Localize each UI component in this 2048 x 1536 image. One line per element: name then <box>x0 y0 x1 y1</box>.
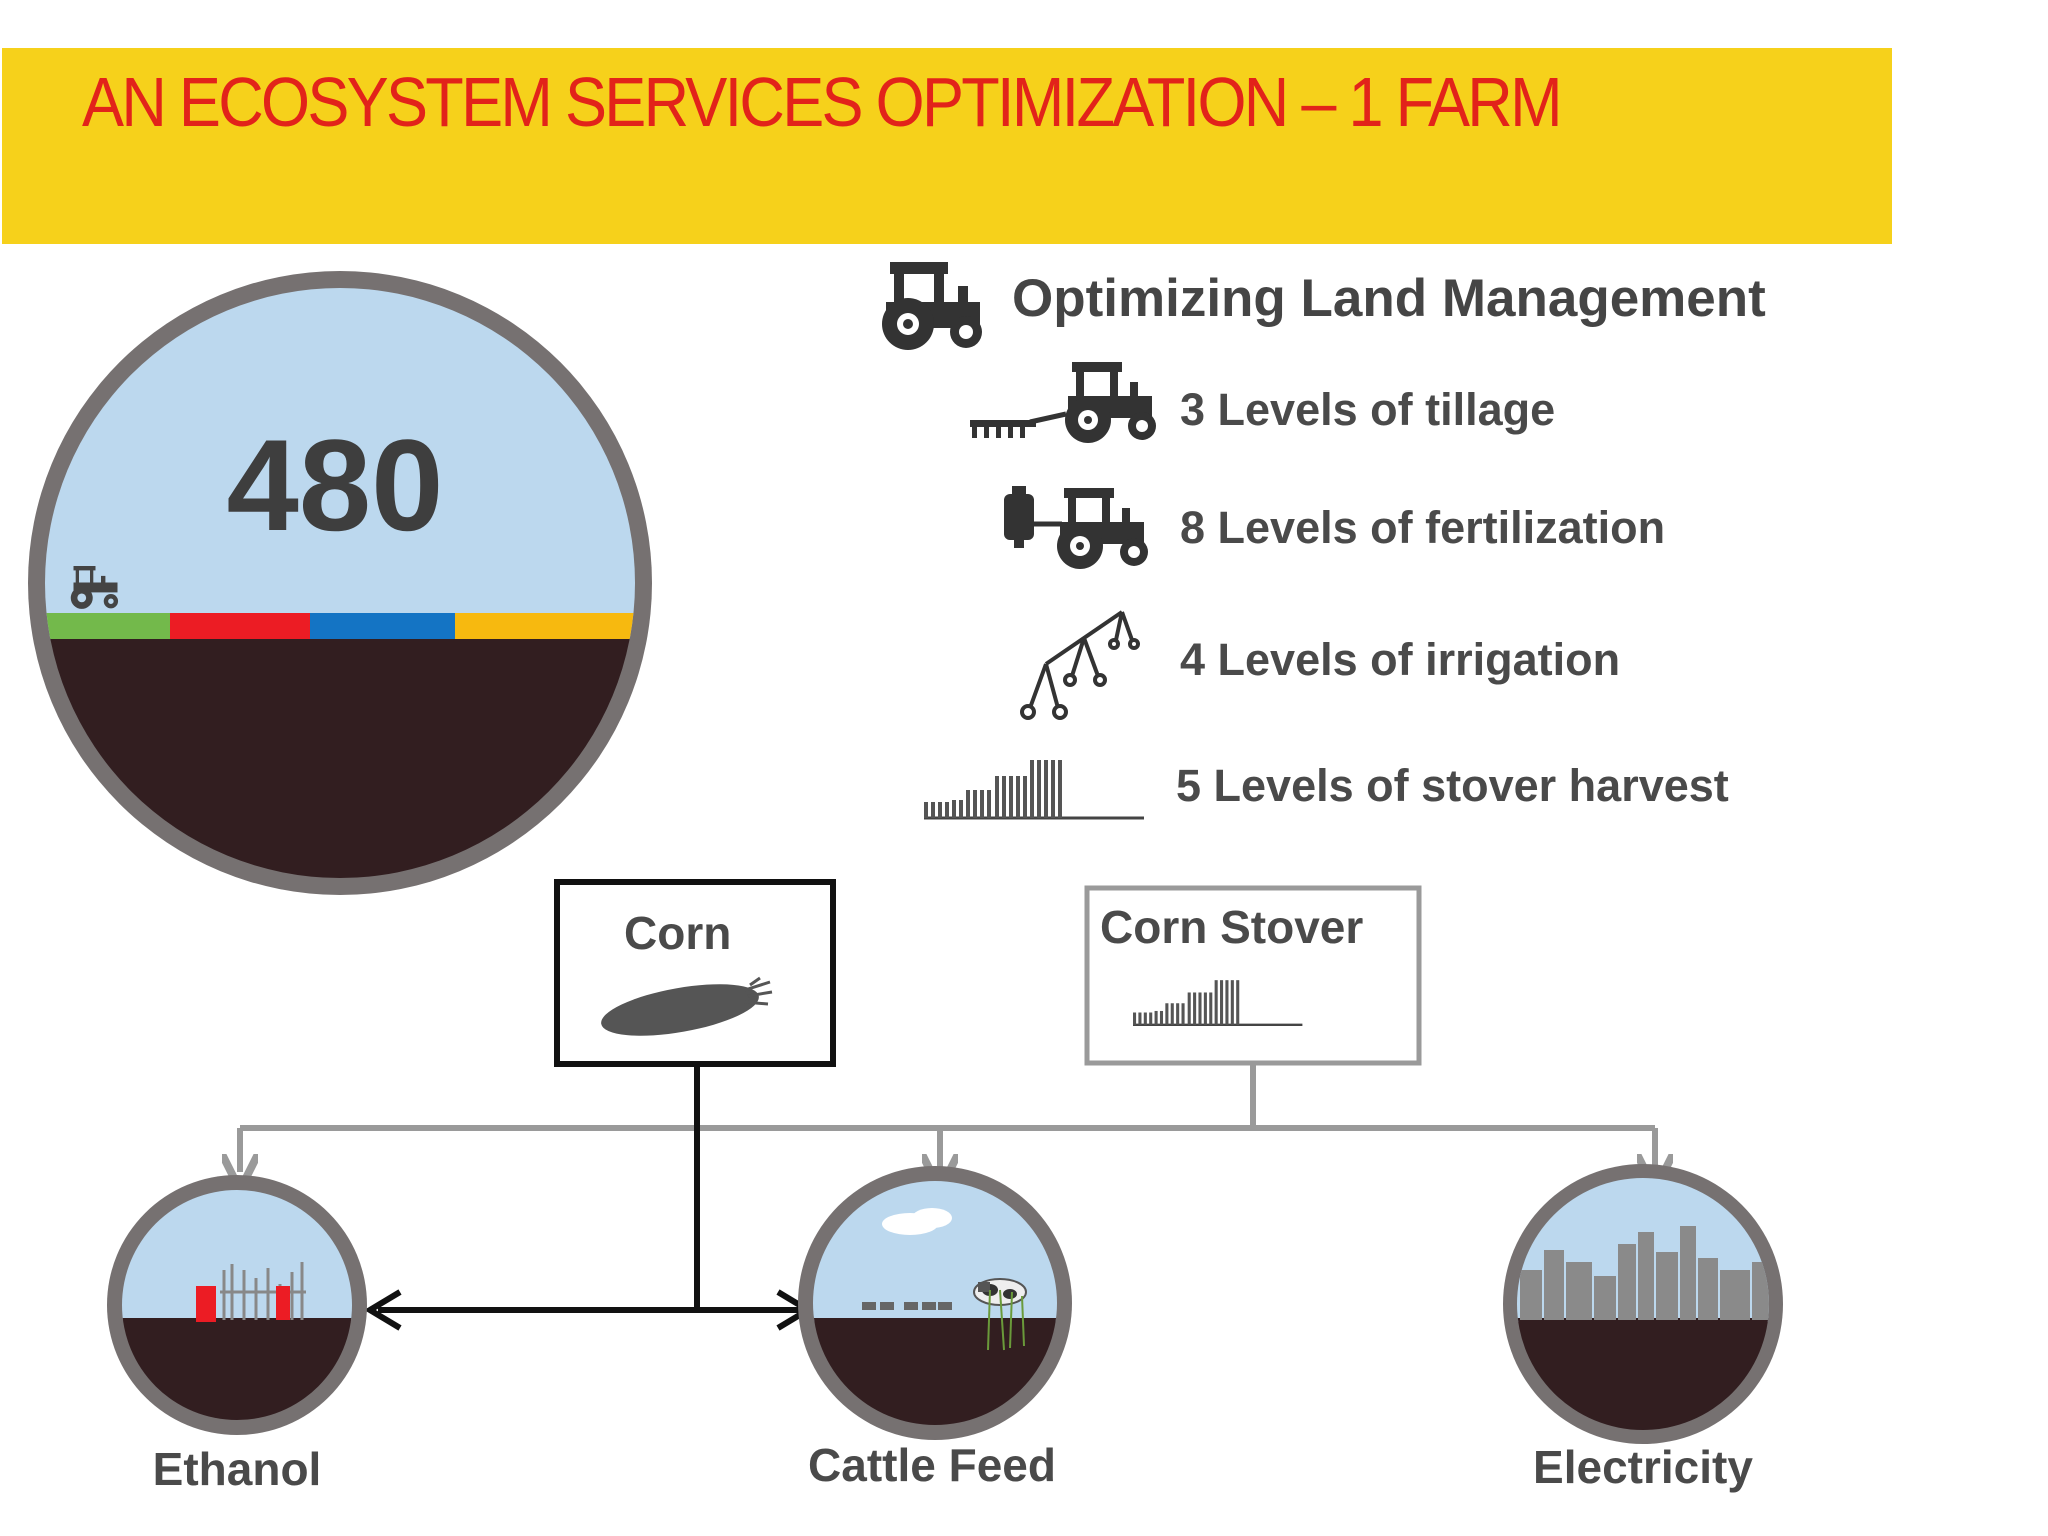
corn-label: Corn <box>624 907 732 959</box>
corn-stover-box <box>1084 885 1422 1066</box>
electricity-circle <box>1503 1164 1783 1444</box>
refinery-icon <box>220 1262 306 1320</box>
farm-soil <box>45 638 635 878</box>
strip-yellow <box>455 613 635 639</box>
small-tractor-icon <box>70 566 119 609</box>
stover-bars-icon <box>924 760 1144 820</box>
cattle-feed-circle <box>798 1166 1072 1440</box>
fertilizer-tractor-icon <box>1004 486 1148 569</box>
city-skyline-icon <box>1520 1226 1769 1320</box>
ethanol-circle <box>107 1175 367 1435</box>
level-irrigation: 4 Levels of irrigation <box>1180 634 1621 685</box>
management-heading: Optimizing Land Management <box>1012 269 1766 328</box>
strip-blue <box>310 613 455 639</box>
corn-cob-icon <box>601 976 773 1036</box>
corn-box <box>554 879 836 1067</box>
ethanol-label: Ethanol <box>152 1443 322 1495</box>
level-fertilization: 8 Levels of fertilization <box>1180 502 1666 553</box>
title-banner <box>2 48 1892 244</box>
strip-red <box>170 613 310 639</box>
corn-stalks-icon <box>987 1289 1025 1351</box>
page-title: AN ECOSYSTEM SERVICES OPTIMIZATION – 1 F… <box>82 63 1563 141</box>
electricity-label: Electricity <box>1533 1441 1753 1493</box>
tractor-icon <box>882 262 982 350</box>
level-stover-harvest: 5 Levels of stover harvest <box>1176 760 1729 811</box>
level-tillage: 3 Levels of tillage <box>1180 384 1556 435</box>
stover-box-bars-icon <box>1133 980 1303 1026</box>
tillage-tractor-icon <box>970 362 1156 443</box>
farm-circle <box>28 271 652 895</box>
strip-green <box>45 613 170 639</box>
stover-flow-lines <box>240 1063 1655 1172</box>
corn-stover-label: Corn Stover <box>1100 901 1364 953</box>
farm-count: 480 <box>226 412 444 558</box>
refinery-tank-icon <box>196 1286 216 1322</box>
cattle-feed-label: Cattle Feed <box>808 1439 1056 1491</box>
pivot-irrigation-icon <box>1020 610 1140 720</box>
corn-flow-lines <box>364 1064 814 1331</box>
